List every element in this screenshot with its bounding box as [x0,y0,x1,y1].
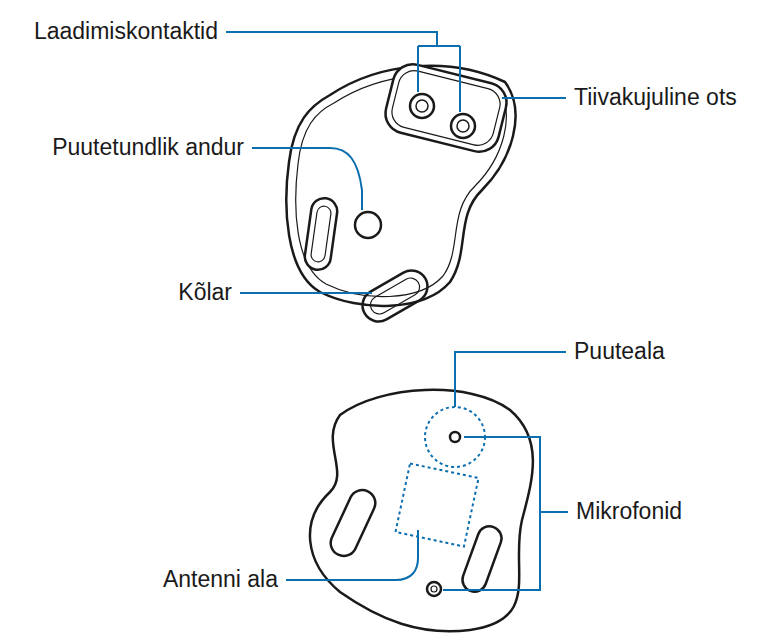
part-label: Tiivakujuline ots [574,85,737,110]
wing-tip [381,60,510,156]
part-label: Laadimiskontaktid [34,19,218,44]
microphone [450,432,460,442]
antenna-area [395,463,478,546]
slot [326,486,379,560]
slot [303,197,339,272]
leader-lines [226,32,568,590]
part-label: Kõlar [178,280,232,305]
part-label: Puuteala [574,339,665,364]
part-label: Puutetundlik andur [52,135,244,160]
charging-contact [451,114,475,138]
part-label: Mikrofonid [576,499,682,524]
touch-sensor [355,212,381,238]
speaker [357,265,434,328]
charging-contact [410,94,434,118]
earbud-body-bottom [310,390,533,631]
microphone [427,582,441,596]
part-label: Antenni ala [163,567,278,592]
